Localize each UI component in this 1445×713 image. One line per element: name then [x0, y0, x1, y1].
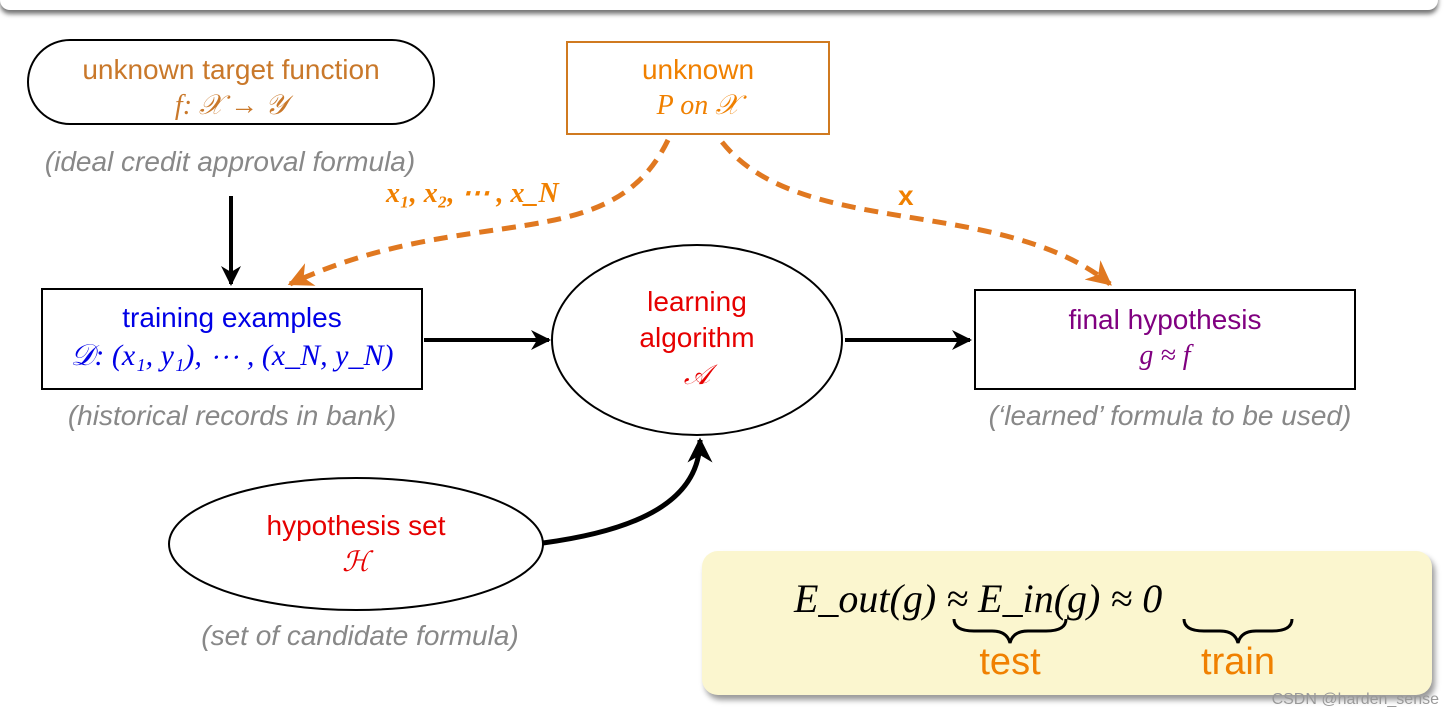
- final-hypothesis-node: final hypothesis g ≈ f: [975, 302, 1355, 375]
- target-function-formula: f: 𝒳 → 𝒴: [174, 90, 288, 122]
- arrow-hypothesis-set-to-algorithm: [542, 437, 713, 546]
- target-function-caption: (ideal credit approval formula): [44, 146, 416, 177]
- hypothesis-set-title: hypothesis set: [266, 510, 446, 541]
- learning-algorithm-symbol: 𝒜: [683, 357, 711, 391]
- hypothesis-set-node: hypothesis set ℋ: [169, 508, 543, 581]
- training-examples-title: training examples: [122, 302, 342, 333]
- arrow-x-to-hypothesis: [720, 140, 1112, 286]
- x-label: x: [898, 180, 914, 211]
- distribution-node: unknown P on 𝒳: [567, 52, 829, 125]
- train-label: train: [1201, 641, 1275, 683]
- distribution-box: [566, 41, 830, 135]
- target-function-box: [27, 39, 435, 125]
- hypothesis-set-symbol: ℋ: [342, 545, 370, 579]
- hypothesis-set-caption: (set of candidate formula): [201, 620, 519, 651]
- training-examples-node: training examples 𝒟: (x₁, y₁), ⋯ , (x_N,…: [42, 300, 422, 375]
- training-examples-box: [41, 288, 423, 390]
- final-hypothesis-caption: (‘learned’ formula to be used): [988, 400, 1352, 431]
- underbraces: [952, 618, 1294, 644]
- train-underbrace: [1182, 618, 1294, 644]
- final-hypothesis-title: final hypothesis: [1068, 304, 1262, 335]
- arrow-samples-to-training: [287, 138, 671, 287]
- test-underbrace: [952, 618, 1068, 644]
- generalization-callout: E_out(g) ≈ E_in(g) ≈ 0 test train: [702, 551, 1432, 695]
- training-examples-formula: 𝒟: (x₁, y₁), ⋯ , (x_N, y_N): [70, 339, 394, 373]
- target-function-title: unknown target function: [82, 54, 380, 85]
- learning-algorithm-line2: algorithm: [639, 322, 755, 354]
- final-hypothesis-formula: g ≈ f: [1139, 340, 1191, 372]
- learning-algorithm-node: learning algorithm 𝒜: [552, 284, 842, 393]
- distribution-line2: P on 𝒳: [656, 90, 740, 122]
- samples-label: x₁, x₂, ⋯ , x_N: [386, 178, 559, 209]
- learning-algorithm-line1: learning: [647, 286, 747, 317]
- distribution-line1: unknown: [641, 54, 755, 85]
- learning-algorithm-ellipse: [551, 244, 843, 436]
- top-bar: [0, 0, 1438, 10]
- hypothesis-set-ellipse: [168, 477, 544, 611]
- target-function-node: unknown target function f: 𝒳 → 𝒴: [28, 52, 434, 125]
- watermark: CSDN @harden_sense: [1271, 691, 1439, 708]
- generalization-equation: E_out(g) ≈ E_in(g) ≈ 0: [794, 576, 1163, 621]
- final-hypothesis-box: [974, 289, 1356, 390]
- training-examples-caption: (historical records in bank): [67, 400, 397, 431]
- test-label: test: [979, 641, 1041, 683]
